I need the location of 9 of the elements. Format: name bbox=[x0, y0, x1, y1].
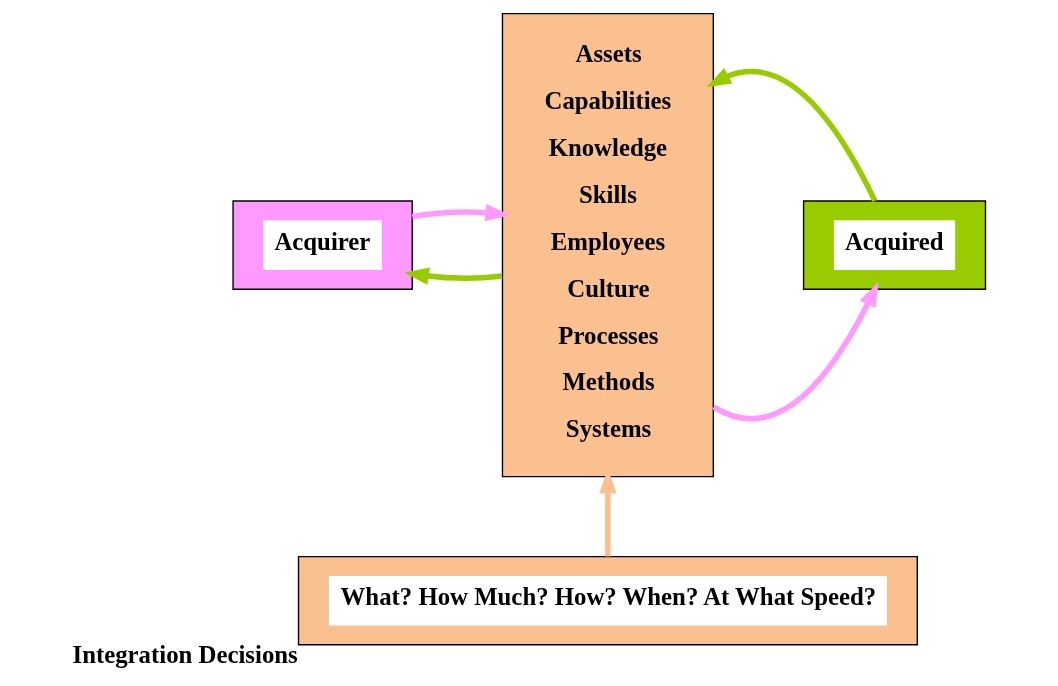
arrow bbox=[706, 68, 878, 203]
node-box: Acquired bbox=[802, 200, 987, 290]
node-label: Integration Decisions bbox=[72, 641, 298, 669]
arrow bbox=[712, 281, 879, 422]
arrow bbox=[404, 267, 503, 285]
node-box: Assets Capabilities Knowledge Skills Employees Culture Processes Methods Systems bbox=[501, 12, 714, 478]
arrow bbox=[411, 204, 511, 222]
node-box: Acquirer bbox=[232, 200, 413, 290]
node-box: What? How Much? How? When? At What Speed? bbox=[297, 555, 918, 646]
